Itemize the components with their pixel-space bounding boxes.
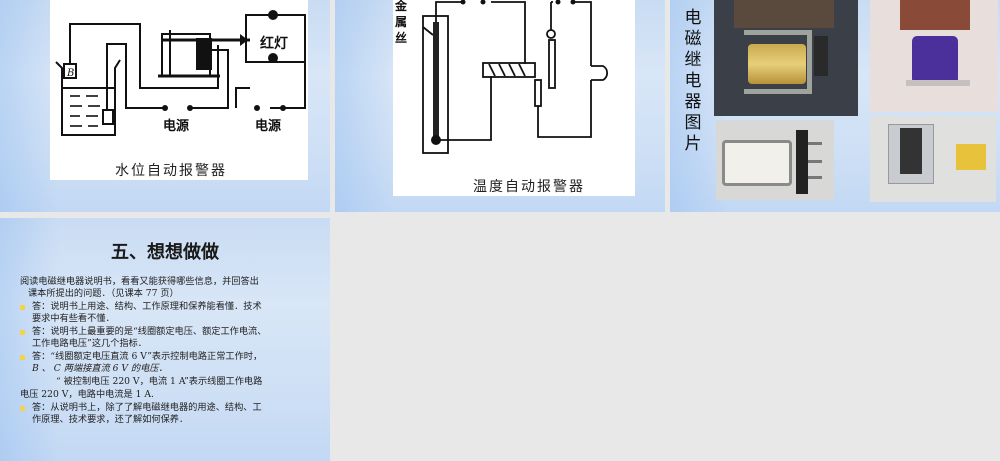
answer-4: 答：从说明书上，除了了解电磁继电器的用途、结构、工 作原理、技术要求，还了解如何… [20,402,320,426]
vertical-title: 电 磁 继 电 器 图 片 [682,8,704,155]
text-line: 电压 220 V，电路中电流是 1 A. [20,389,154,400]
answer-3: 答：“线圈额定电压直流 6 V”表示控制电路正常工作时， B 、 C 两端接直流… [20,351,320,375]
text-line: 答：说明书上最重要的是“线圈额定电压、额定工作电流、 [32,326,267,337]
title-char: 器 [684,92,702,112]
relay-photo-2 [870,0,998,112]
circuit-diagram-icon: B [55,10,306,136]
metal-wire-label: 金属丝 [395,0,408,45]
title-char: 片 [684,134,702,154]
text-line: B 、 C 两端接直流 6 V 的电压． [32,363,168,374]
bullet-icon [20,330,25,335]
text-line: 要求中有些看不懂． [32,313,115,324]
slide-think-and-do[interactable]: 五、想想做做 阅读电磁继电器说明书，看看又能获得哪些信息，并回答出 课本所提出的… [0,218,330,461]
bullet-icon [20,406,25,411]
slide-title: 五、想想做做 [111,242,219,263]
text-line: 作原理、技术要求，还了解如何保养． [32,414,189,425]
text-line: 答：“线圈额定电压直流 6 V”表示控制电路正常工作时， [32,351,263,362]
title-char: 磁 [684,29,702,49]
text-line: “ 被控制电压 220 V，电流 1 A”表示线圈工作电路 [56,376,263,387]
circuit-diagram-icon [422,0,609,154]
text-line: 答：从说明书上，除了了解电磁继电器的用途、结构、工 [32,402,262,413]
slide-water-level-alarm[interactable]: B 红灯 电源 电源 水位自动报警器 [0,0,330,212]
power-label-1: 电源 [163,119,190,134]
answer-3-continued-2: 电压 220 V，电路中电流是 1 A. [20,389,320,401]
text-line: 阅读电磁继电器说明书，看看又能获得哪些信息，并回答出 [20,276,259,287]
intro-paragraph: 阅读电磁继电器说明书，看看又能获得哪些信息，并回答出 课本所提出的问题．（见课本… [20,276,320,300]
title-char: 继 [684,50,702,70]
power-label-2: 电源 [255,119,282,134]
slide-temperature-alarm[interactable]: 金属丝 温度自动报警器 [335,0,665,212]
slide-body: 阅读电磁继电器说明书，看看又能获得哪些信息，并回答出 课本所提出的问题．（见课本… [20,276,320,427]
relay-photo-3 [716,120,834,200]
red-light-label: 红灯 [260,36,288,52]
answer-3-continued: “ 被控制电压 220 V，电流 1 A”表示线圈工作电路 [20,376,320,388]
text-line: 答：说明书上用途、结构、工作原理和保养能看懂．技术 [32,301,262,312]
slide-relay-pictures[interactable]: 电 磁 继 电 器 图 片 [670,0,1000,212]
answer-2: 答：说明书上最重要的是“线圈额定电压、额定工作电流、 工作电路电压”这几个指标． [20,326,320,350]
text-line: 工作电路电压”这几个指标． [32,338,147,349]
diagram-caption: 温度自动报警器 [473,179,585,195]
title-char: 图 [684,113,702,133]
temperature-diagram: 金属丝 温度自动报警器 [393,0,635,196]
answer-1: 答：说明书上用途、结构、工作原理和保养能看懂．技术 要求中有些看不懂． [20,301,320,325]
relay-photo-1 [714,0,858,116]
bullet-icon [20,355,25,360]
svg-text:B: B [66,68,74,79]
title-char: 电 [684,8,702,28]
bullet-icon [20,305,25,310]
relay-photo-4 [870,116,996,202]
title-char: 电 [684,71,702,91]
water-level-diagram: B 红灯 电源 电源 水位自动报警器 [50,0,308,180]
text-line: 课本所提出的问题．（见课本 77 页） [28,288,179,299]
diagram-caption: 水位自动报警器 [115,163,227,179]
